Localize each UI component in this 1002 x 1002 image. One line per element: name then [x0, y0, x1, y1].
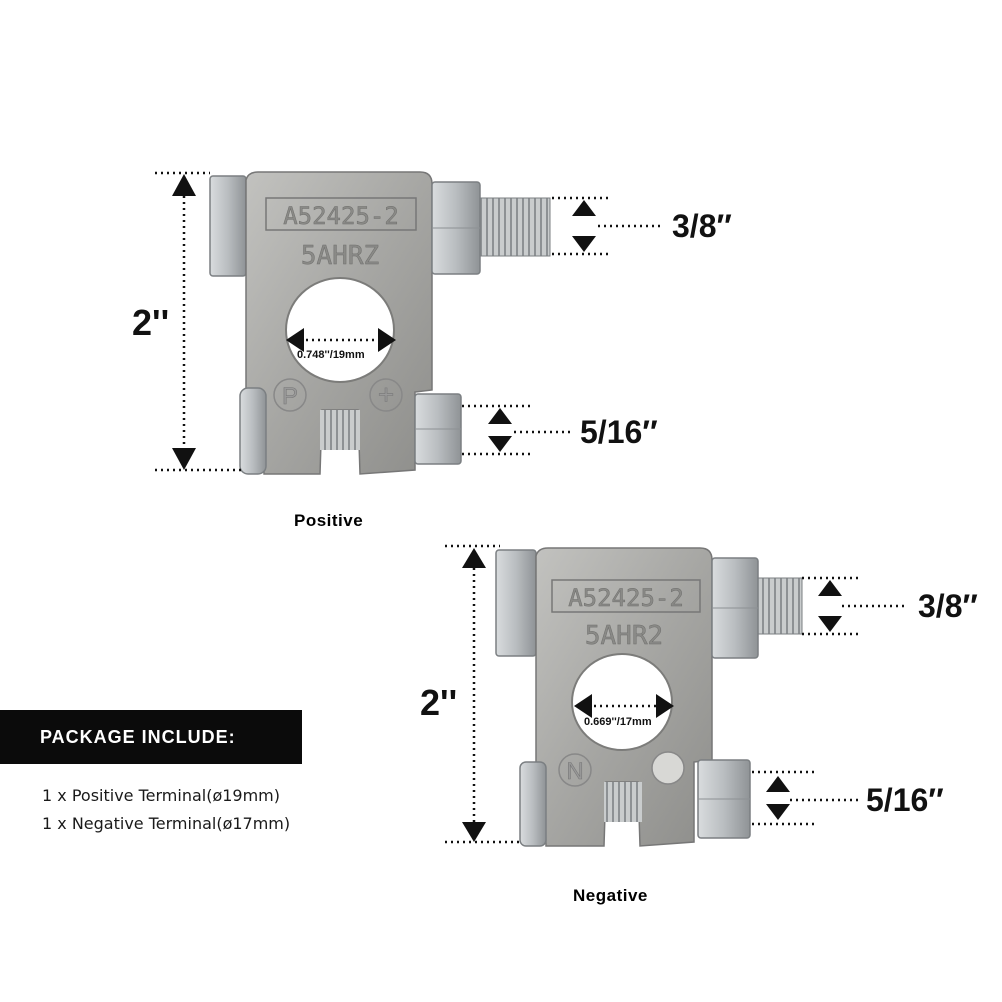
positive-top-bolt-head — [209, 175, 247, 277]
positive-code: 5AHRZ — [301, 241, 379, 271]
negative-height-label: 2'' — [420, 682, 458, 723]
package-banner: PACKAGE INCLUDE: — [0, 710, 302, 764]
negative-code: 5AHR2 — [585, 621, 663, 651]
negative-top-bolt-head — [495, 549, 537, 657]
negative-caption: Negative — [573, 886, 648, 905]
package-item-positive: 1 x Positive Terminal(ø19mm) — [42, 786, 281, 805]
negative-bottom-thread — [604, 782, 642, 822]
negative-polarity-mark — [651, 751, 685, 785]
negative-clamp-bore — [571, 653, 673, 751]
positive-bottom-bolt-head — [239, 387, 267, 475]
positive-bottom-bolt-label: 5/16′′ — [580, 414, 658, 450]
negative-bottom-bolt-label: 5/16′′ — [866, 782, 944, 818]
negative-terminal: A52425-2 5AHR2 N — [495, 547, 803, 847]
positive-top-stud — [477, 197, 551, 257]
positive-bottom-thread — [320, 410, 360, 450]
negative-polarity-letter: N — [566, 758, 583, 785]
positive-dimensions — [155, 171, 660, 472]
negative-bore-label: 0.669''/17mm — [584, 716, 652, 728]
positive-clamp-bore — [285, 277, 395, 383]
positive-terminal: A52425-2 5AHRZ P + — [209, 171, 551, 475]
positive-height-label: 2'' — [132, 302, 170, 343]
negative-dimensions — [445, 544, 904, 844]
positive-polarity-symbol: + — [378, 379, 394, 410]
negative-part-number: A52425-2 — [568, 584, 684, 612]
positive-polarity-letter: P — [282, 383, 298, 410]
package-title: PACKAGE INCLUDE: — [40, 726, 236, 747]
negative-top-stud — [755, 577, 803, 635]
positive-top-stud-label: 3/8′′ — [672, 208, 732, 244]
positive-bore-label: 0.748''/19mm — [297, 349, 365, 361]
positive-part-number: A52425-2 — [283, 202, 399, 230]
positive-caption: Positive — [294, 511, 364, 530]
negative-bottom-bolt-head — [519, 761, 547, 847]
package-item-negative: 1 x Negative Terminal(ø17mm) — [42, 814, 291, 833]
negative-top-stud-label: 3/8′′ — [918, 588, 978, 624]
